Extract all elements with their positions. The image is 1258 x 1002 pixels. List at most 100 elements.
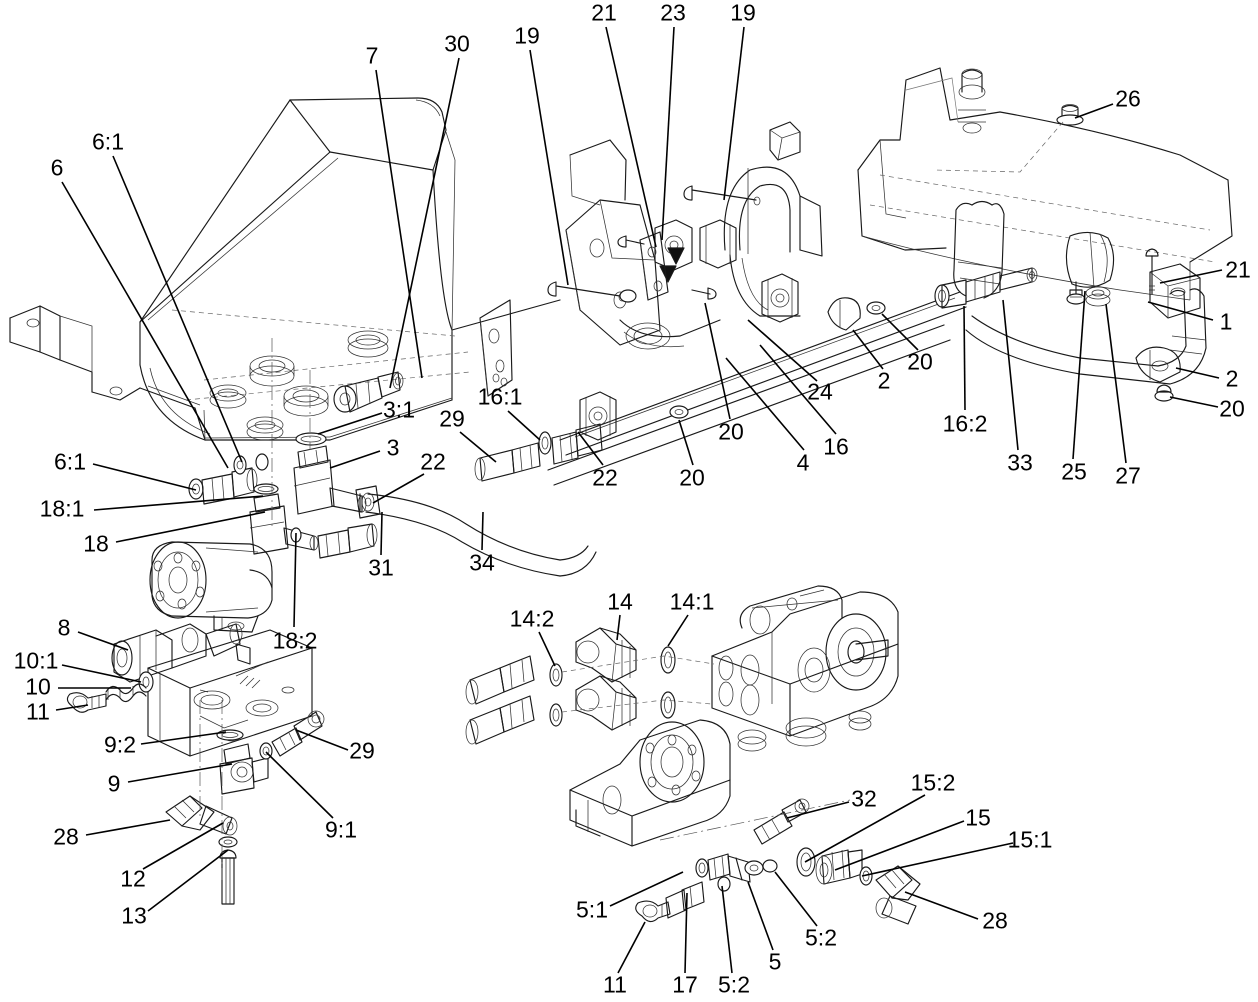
callout-9-2: 9:2 xyxy=(104,731,136,758)
leader-line-19 xyxy=(529,49,569,286)
callout-9: 9 xyxy=(107,770,121,797)
callout-14-2: 14:2 xyxy=(509,605,555,632)
leader-line-2 xyxy=(852,329,884,370)
leader-line-34 xyxy=(481,511,484,551)
leader-line-2 xyxy=(1175,367,1220,379)
callout-18-1: 18:1 xyxy=(39,495,85,522)
washer-group xyxy=(619,289,1174,419)
callout-22: 22 xyxy=(420,448,446,475)
callout-15: 15 xyxy=(965,804,991,831)
callout-19: 19 xyxy=(730,0,756,26)
fitting-part-15 xyxy=(815,849,863,885)
leader-line-15-1 xyxy=(861,842,1014,877)
hose-clamp-22b xyxy=(355,485,381,519)
callout-20: 20 xyxy=(679,464,705,491)
leader-line-11 xyxy=(617,921,646,974)
leader-line-1 xyxy=(1147,301,1214,321)
leader-line-5-2 xyxy=(721,885,733,974)
callout-20: 20 xyxy=(1219,395,1245,422)
rear-frame-rail xyxy=(857,67,1233,319)
leader-line-6 xyxy=(61,181,229,469)
leader-line-14-2 xyxy=(538,631,556,667)
callout-18-2: 18:2 xyxy=(272,627,318,654)
elbow-part-18 xyxy=(249,493,319,555)
callout-25: 25 xyxy=(1061,458,1087,485)
leader-line-29 xyxy=(295,729,349,751)
leader-line-20 xyxy=(704,302,731,420)
callout-9-1: 9:1 xyxy=(325,816,357,843)
fitting-22-center xyxy=(551,423,603,465)
leader-line-5 xyxy=(747,881,774,951)
callout-20: 20 xyxy=(718,418,744,445)
callout-31: 31 xyxy=(368,554,394,581)
tube-stub-32 xyxy=(753,798,810,845)
leader-line-9-2 xyxy=(140,731,227,745)
leader-line-19 xyxy=(723,26,745,201)
leader-line-17 xyxy=(684,892,688,974)
main-tube-assembly xyxy=(547,185,1207,486)
callout-6-1: 6:1 xyxy=(54,448,86,475)
leader-line-31 xyxy=(380,511,383,556)
callout-28: 28 xyxy=(53,823,79,850)
fitting-6-left xyxy=(188,467,258,505)
stub-fitting-upper xyxy=(465,655,535,705)
hose-clamp-group xyxy=(579,219,799,441)
callout-2: 2 xyxy=(877,367,891,394)
callout-4: 4 xyxy=(796,449,810,476)
callout-2: 2 xyxy=(1225,365,1239,392)
elbow-part-28-right xyxy=(875,865,921,925)
callout-10-1: 10:1 xyxy=(13,647,59,674)
tank-bushings xyxy=(209,330,389,441)
spring-assembly-10 xyxy=(66,671,154,713)
elbow-part-3 xyxy=(293,445,367,515)
leader-line-27 xyxy=(1105,303,1127,464)
callout-23: 23 xyxy=(660,0,686,26)
callout-14-1: 14:1 xyxy=(669,588,715,615)
callout-5: 5 xyxy=(768,948,782,975)
callout-29: 29 xyxy=(439,405,465,432)
leader-line-9 xyxy=(127,763,233,783)
elbow-part-28-left xyxy=(165,795,238,836)
callout-29: 29 xyxy=(349,737,375,764)
leader-line-20 xyxy=(678,419,694,466)
leader-line-9-1 xyxy=(265,751,334,819)
center-frame-bracket xyxy=(565,121,823,350)
callout-10: 10 xyxy=(25,673,51,700)
callout-33: 33 xyxy=(1007,449,1033,476)
callout-3: 3 xyxy=(386,434,400,461)
callout-26: 26 xyxy=(1115,85,1141,112)
callout-8: 8 xyxy=(57,614,71,641)
leader-line-18 xyxy=(115,511,266,543)
fitting-31 xyxy=(317,523,378,559)
shield-and-bolt xyxy=(1065,231,1115,305)
callout-11: 11 xyxy=(603,971,627,998)
callout-1: 1 xyxy=(1219,308,1233,335)
callout-16: 16 xyxy=(823,433,849,460)
callout-32: 32 xyxy=(851,785,877,812)
leader-line-14 xyxy=(616,614,621,641)
leader-line-18-1 xyxy=(93,495,264,511)
callout-16-1: 16:1 xyxy=(477,383,523,410)
leader-line-18-2 xyxy=(293,532,297,628)
leader-line-13 xyxy=(147,849,229,912)
fitting-29-lower xyxy=(271,710,325,757)
leader-line-12 xyxy=(142,822,224,870)
callout-21: 21 xyxy=(1225,256,1251,283)
leader-line-16-1 xyxy=(507,410,541,441)
callout-28: 28 xyxy=(982,907,1008,934)
callout-14: 14 xyxy=(607,588,633,615)
leader-line-3 xyxy=(329,450,381,469)
leader-line-21 xyxy=(1159,269,1223,284)
leader-line-16-2 xyxy=(963,305,966,411)
callout-15-2: 15:2 xyxy=(910,769,956,796)
callout-5-2: 5:2 xyxy=(805,924,837,951)
callout-34: 34 xyxy=(469,549,495,576)
leader-line-22 xyxy=(577,431,604,466)
stub-fitting-lower xyxy=(465,695,535,745)
leader-line-22 xyxy=(372,473,425,504)
callout-18: 18 xyxy=(83,530,109,557)
leader-line-21 xyxy=(605,26,657,248)
leader-line-23 xyxy=(661,26,675,241)
callout-17: 17 xyxy=(672,971,698,998)
